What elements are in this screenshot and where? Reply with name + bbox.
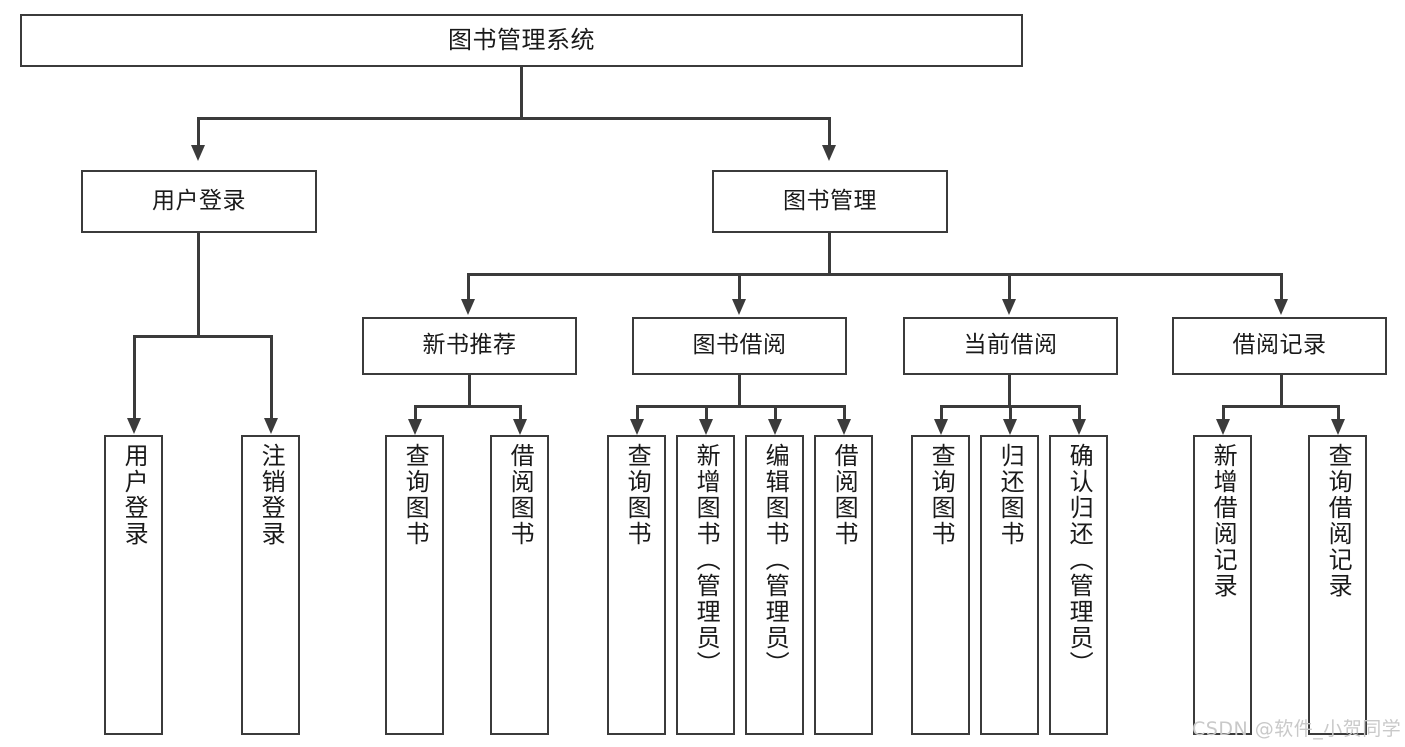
node-label: 新增借阅记录 bbox=[1209, 443, 1238, 599]
connector-user-login-bus bbox=[133, 335, 273, 338]
arrowhead-br-leaf-2 bbox=[1331, 419, 1345, 435]
leaf-nb-borrow-book[interactable]: 借阅图书 bbox=[490, 435, 549, 735]
leaf-bb-borrow-book[interactable]: 借阅图书 bbox=[814, 435, 873, 735]
leaf-br-add-record[interactable]: 新增借阅记录 bbox=[1193, 435, 1252, 735]
connector-drop-cb-leaf-3 bbox=[1078, 405, 1081, 419]
arrowhead-cb-leaf-3 bbox=[1072, 419, 1086, 435]
leaf-bb-query-book[interactable]: 查询图书 bbox=[607, 435, 666, 735]
connector-borrow-record-stem bbox=[1280, 375, 1283, 405]
node-label: 用户登录 bbox=[120, 443, 149, 547]
leaf-cb-query-book[interactable]: 查询图书 bbox=[911, 435, 970, 735]
connector-level3-bus bbox=[467, 273, 1283, 276]
leaf-logout[interactable]: 注销登录 bbox=[241, 435, 300, 735]
node-book-management[interactable]: 图书管理 bbox=[712, 170, 948, 233]
connector-root-stem bbox=[520, 67, 523, 117]
connector-book-management-stem bbox=[828, 233, 831, 273]
node-current-borrow[interactable]: 当前借阅 bbox=[903, 317, 1118, 375]
node-label: 图书管理系统 bbox=[448, 26, 595, 55]
leaf-cb-return-book[interactable]: 归还图书 bbox=[980, 435, 1039, 735]
node-root-book-management-system[interactable]: 图书管理系统 bbox=[20, 14, 1023, 67]
arrowhead-book-management bbox=[822, 145, 836, 161]
connector-drop-bb-leaf-3 bbox=[774, 405, 777, 419]
connector-new-book-stem bbox=[468, 375, 471, 405]
node-label: 编辑图书（管理员） bbox=[761, 443, 790, 677]
arrowhead-leaf-logout bbox=[264, 418, 278, 434]
connector-drop-bb-leaf-1 bbox=[636, 405, 639, 419]
node-book-borrow[interactable]: 图书借阅 bbox=[632, 317, 847, 375]
leaf-user-login[interactable]: 用户登录 bbox=[104, 435, 163, 735]
connector-drop-current-borrow bbox=[1008, 273, 1011, 299]
connector-drop-borrow-record bbox=[1280, 273, 1283, 299]
arrowhead-nb-leaf-1 bbox=[408, 419, 422, 435]
connector-drop-user-login bbox=[197, 117, 200, 145]
leaf-bb-add-book-admin[interactable]: 新增图书（管理员） bbox=[676, 435, 735, 735]
connector-drop-bb-leaf-4 bbox=[843, 405, 846, 419]
node-new-book-recommend[interactable]: 新书推荐 bbox=[362, 317, 577, 375]
node-label: 当前借阅 bbox=[963, 332, 1058, 359]
node-label: 新增图书（管理员） bbox=[692, 443, 721, 677]
leaf-nb-query-book[interactable]: 查询图书 bbox=[385, 435, 444, 735]
connector-drop-new-book bbox=[467, 273, 470, 299]
node-label: 借阅图书 bbox=[830, 443, 859, 547]
arrowhead-bb-leaf-4 bbox=[837, 419, 851, 435]
arrowhead-current-borrow bbox=[1002, 299, 1016, 315]
connector-book-borrow-bus bbox=[636, 405, 844, 408]
node-label: 图书借阅 bbox=[692, 332, 787, 359]
connector-drop-nb-leaf-1 bbox=[414, 405, 417, 419]
node-label: 用户登录 bbox=[152, 187, 246, 214]
leaf-br-query-record[interactable]: 查询借阅记录 bbox=[1308, 435, 1367, 735]
arrowhead-bb-leaf-1 bbox=[630, 419, 644, 435]
connector-borrow-record-bus bbox=[1222, 405, 1340, 408]
node-label: 查询借阅记录 bbox=[1324, 443, 1353, 599]
node-label: 借阅图书 bbox=[506, 443, 535, 547]
connector-drop-nb-leaf-2 bbox=[519, 405, 522, 419]
connector-drop-leaf-user-login bbox=[133, 335, 136, 418]
leaf-cb-confirm-return-admin[interactable]: 确认归还（管理员） bbox=[1049, 435, 1108, 735]
arrowhead-cb-leaf-1 bbox=[934, 419, 948, 435]
connector-current-borrow-stem bbox=[1008, 375, 1011, 405]
connector-drop-leaf-logout bbox=[270, 335, 273, 418]
arrowhead-borrow-record bbox=[1274, 299, 1288, 315]
node-label: 注销登录 bbox=[257, 443, 286, 547]
node-label: 查询图书 bbox=[623, 443, 652, 547]
connector-drop-book-management bbox=[828, 117, 831, 145]
connector-drop-book-borrow bbox=[738, 273, 741, 299]
arrowhead-user-login bbox=[191, 145, 205, 161]
csdn-watermark: CSDN @软件_小贺同学 bbox=[1192, 718, 1402, 740]
arrowhead-cb-leaf-2 bbox=[1003, 419, 1017, 435]
node-label: 查询图书 bbox=[401, 443, 430, 547]
connector-user-login-stem bbox=[197, 233, 200, 335]
arrowhead-nb-leaf-2 bbox=[513, 419, 527, 435]
node-label: 确认归还（管理员） bbox=[1065, 443, 1094, 677]
arrowhead-leaf-user-login bbox=[127, 418, 141, 434]
connector-drop-cb-leaf-2 bbox=[1009, 405, 1012, 419]
connector-level2-bus bbox=[197, 117, 831, 120]
arrowhead-book-borrow bbox=[732, 299, 746, 315]
connector-new-book-bus bbox=[414, 405, 522, 408]
connector-drop-br-leaf-2 bbox=[1337, 405, 1340, 419]
node-label: 新书推荐 bbox=[422, 332, 517, 359]
connector-book-borrow-stem bbox=[738, 375, 741, 405]
leaf-bb-edit-book-admin[interactable]: 编辑图书（管理员） bbox=[745, 435, 804, 735]
arrowhead-new-book bbox=[461, 299, 475, 315]
connector-drop-br-leaf-1 bbox=[1222, 405, 1225, 419]
node-label: 归还图书 bbox=[996, 443, 1025, 547]
connector-drop-bb-leaf-2 bbox=[705, 405, 708, 419]
node-user-login[interactable]: 用户登录 bbox=[81, 170, 317, 233]
arrowhead-br-leaf-1 bbox=[1216, 419, 1230, 435]
node-borrow-record[interactable]: 借阅记录 bbox=[1172, 317, 1387, 375]
arrowhead-bb-leaf-2 bbox=[699, 419, 713, 435]
node-label: 图书管理 bbox=[783, 187, 877, 214]
arrowhead-bb-leaf-3 bbox=[768, 419, 782, 435]
node-label: 查询图书 bbox=[927, 443, 956, 547]
connector-drop-cb-leaf-1 bbox=[940, 405, 943, 419]
node-label: 借阅记录 bbox=[1232, 332, 1327, 359]
